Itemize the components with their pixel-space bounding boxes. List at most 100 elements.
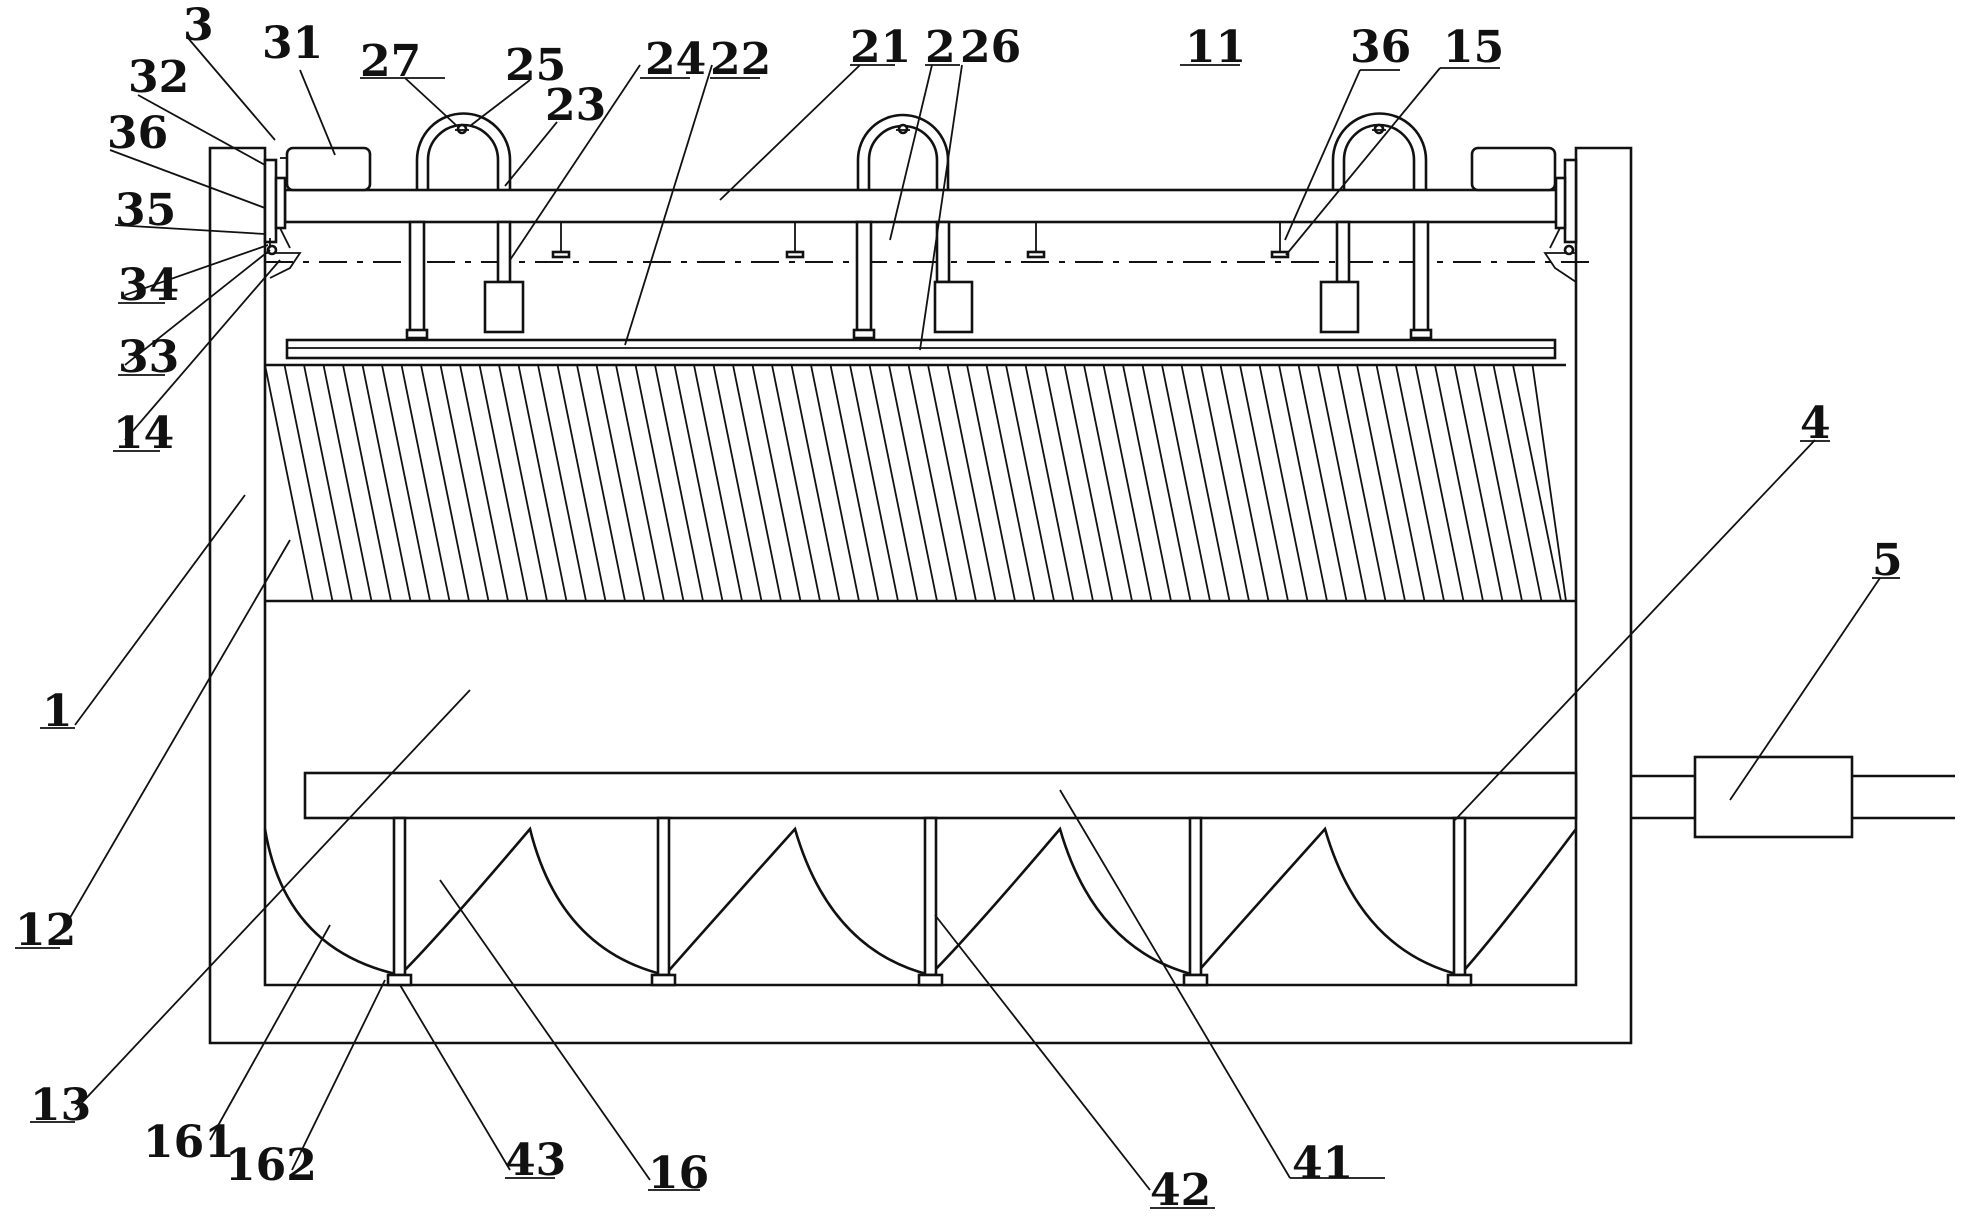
- plate-line: [576, 364, 626, 602]
- plate-line: [400, 364, 451, 602]
- sludge-collector: [303, 771, 1578, 987]
- plate-line: [537, 364, 587, 602]
- label-162: 162: [225, 1140, 317, 1191]
- plate-line: [888, 364, 938, 602]
- drive-assembly-right: [1549, 158, 1578, 256]
- label-16: 16: [648, 1148, 709, 1199]
- label-23: 23: [545, 80, 606, 131]
- plate-line: [303, 364, 353, 602]
- plate-line: [985, 364, 1036, 602]
- plate-line: [1239, 364, 1289, 602]
- plate-line: [1414, 364, 1465, 602]
- support-bracket-right: [1543, 252, 1577, 283]
- plate-line: [1512, 364, 1562, 602]
- plate-line: [1102, 364, 1153, 602]
- hanger-left: [415, 112, 512, 190]
- plate-line: [1356, 364, 1406, 602]
- label-3: 3: [183, 0, 214, 51]
- label-41: 41: [1292, 1138, 1353, 1189]
- label-25: 25: [505, 40, 566, 91]
- plate-line: [1492, 364, 1543, 602]
- plate-line: [478, 364, 529, 602]
- plate-line: [283, 364, 334, 602]
- drive-assembly-left: [263, 158, 291, 256]
- plate-line: [829, 364, 880, 602]
- outlet-pipe: [1631, 755, 1955, 839]
- plate-line: [1395, 364, 1445, 602]
- plate-line: [810, 364, 860, 602]
- tank-body: [208, 146, 1633, 1045]
- label-36-right: 36: [1350, 22, 1411, 73]
- plate-line: [790, 364, 841, 602]
- plate-line: [439, 364, 490, 602]
- plate-line: [1063, 364, 1114, 602]
- plate-line: [322, 364, 373, 602]
- plate-line: [1258, 364, 1309, 602]
- label-26: 26: [960, 22, 1021, 73]
- weight-blocks: [483, 280, 1360, 334]
- plate-line: [1473, 364, 1523, 602]
- plate-line: [732, 364, 782, 602]
- plate-line: [1219, 364, 1270, 602]
- beam: [283, 188, 1562, 224]
- plate-line: [1083, 364, 1133, 602]
- plate-line: [1024, 364, 1075, 602]
- plate-line: [673, 364, 724, 602]
- plate-line: [771, 364, 821, 602]
- plate-line: [849, 364, 899, 602]
- plate-line: [712, 364, 763, 602]
- label-13: 13: [30, 1080, 91, 1131]
- plate-line: [1317, 364, 1367, 602]
- plate-line: [595, 364, 646, 602]
- plate-line: [381, 364, 431, 602]
- plate-line: [1122, 364, 1172, 602]
- spray-nozzles: [551, 222, 1290, 259]
- plate-line: [1297, 364, 1348, 602]
- plate-line: [946, 364, 997, 602]
- plate-line: [420, 364, 470, 602]
- plate-line: [459, 364, 509, 602]
- plate-line: [1453, 364, 1504, 602]
- plate-line: [1200, 364, 1250, 602]
- plate-line: [1375, 364, 1426, 602]
- plate-line: [966, 364, 1016, 602]
- plate-line: [517, 364, 568, 602]
- plate-line: [361, 364, 412, 602]
- label-32: 32: [128, 52, 189, 103]
- hanger-middle: [856, 113, 950, 190]
- plate-line: [868, 364, 919, 602]
- valve-body: [1693, 755, 1854, 839]
- plate-hatching: [264, 364, 1567, 602]
- label-161: 161: [143, 1117, 235, 1168]
- plate-line: [1005, 364, 1055, 602]
- suction-pipes: [392, 816, 1467, 977]
- plate-line: [342, 364, 392, 602]
- motor-right: [1470, 146, 1557, 192]
- label-24: 24: [645, 34, 706, 85]
- plate-line: [634, 364, 685, 602]
- plate-line: [1161, 364, 1211, 602]
- label-31: 31: [262, 18, 323, 69]
- plate-line: [1180, 364, 1231, 602]
- label-11: 11: [1185, 22, 1246, 73]
- hanger-right: [1331, 112, 1428, 190]
- plate-line: [1434, 364, 1484, 602]
- label-underlines: [15, 64, 1900, 1209]
- plate-line: [693, 364, 743, 602]
- suction-heads: [386, 973, 1473, 987]
- plate-line: [1141, 364, 1192, 602]
- label-22: 22: [710, 34, 771, 85]
- plate-line: [1044, 364, 1094, 602]
- label-1: 1: [42, 686, 73, 737]
- leader-lines: [59, 37, 1881, 1191]
- support-bracket-left: [265, 252, 302, 279]
- plate-line: [264, 364, 314, 602]
- plate-line: [1278, 364, 1328, 602]
- label-36-left: 36: [107, 108, 168, 159]
- sludge-hoppers: [263, 826, 1578, 977]
- label-27: 27: [360, 36, 421, 87]
- plate-line: [498, 364, 548, 602]
- label-15: 15: [1443, 22, 1504, 73]
